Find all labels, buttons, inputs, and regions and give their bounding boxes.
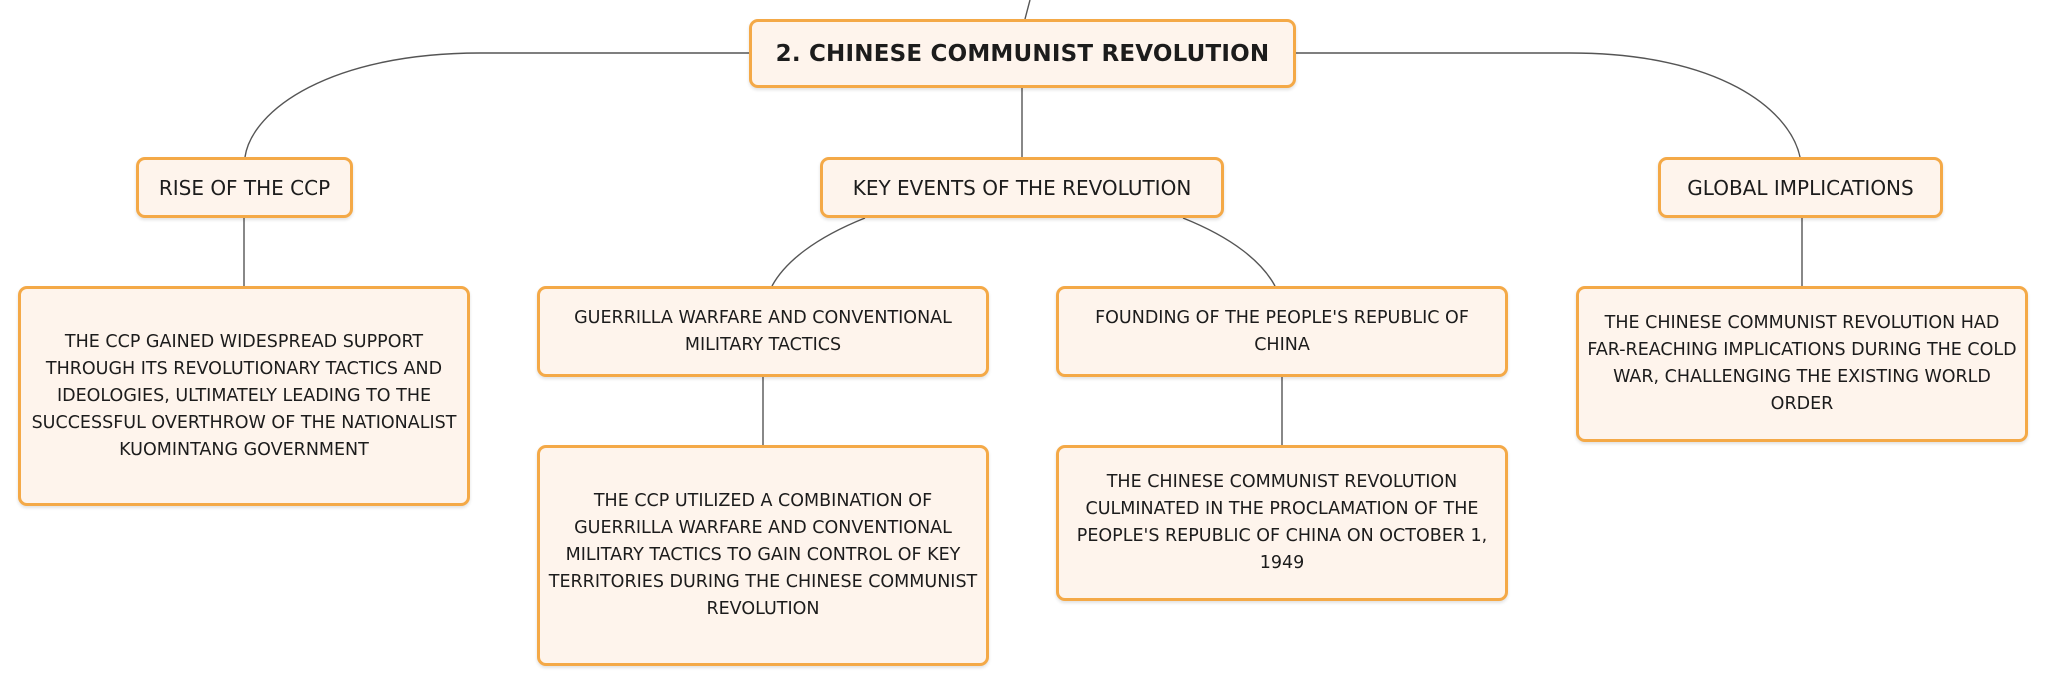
- branch-node-rise-of-ccp[interactable]: RISE OF THE CCP: [136, 157, 353, 218]
- branch-node-label: RISE OF THE CCP: [158, 175, 331, 200]
- root-node-label: 2. CHINESE COMMUNIST REVOLUTION: [775, 40, 1270, 67]
- detail-node-rise-of-ccp[interactable]: THE CCP GAINED WIDESPREAD SUPPORT THROUG…: [18, 286, 470, 506]
- root-node[interactable]: 2. CHINESE COMMUNIST REVOLUTION: [749, 19, 1296, 88]
- branch-node-key-events[interactable]: KEY EVENTS OF THE REVOLUTION: [820, 157, 1224, 218]
- branch-node-label: GLOBAL IMPLICATIONS: [1687, 175, 1914, 200]
- connector-root-global: [1296, 52, 1801, 158]
- connector-parent-root: [1024, 0, 1031, 20]
- subbranch-node-label: GUERRILLA WARFARE AND CONVENTIONAL MILIT…: [574, 307, 952, 355]
- detail-node-founding-prc[interactable]: THE CHINESE COMMUNIST REVOLUTION CULMINA…: [1056, 445, 1508, 601]
- branch-node-label: KEY EVENTS OF THE REVOLUTION: [852, 175, 1192, 200]
- connector-root-rise: [244, 52, 749, 158]
- subbranch-node-label: FOUNDING OF THE PEOPLE'S REPUBLIC OF CHI…: [1095, 307, 1469, 355]
- connector-key-founding: [1182, 217, 1276, 287]
- detail-node-text: THE CCP UTILIZED A COMBINATION OF GUERRI…: [548, 491, 978, 619]
- detail-node-global-implications[interactable]: THE CHINESE COMMUNIST REVOLUTION HAD FAR…: [1576, 286, 2028, 442]
- detail-node-text: THE CHINESE COMMUNIST REVOLUTION CULMINA…: [1076, 472, 1488, 573]
- detail-node-guerrilla-warfare[interactable]: THE CCP UTILIZED A COMBINATION OF GUERRI…: [537, 445, 989, 666]
- branch-node-global-implications[interactable]: GLOBAL IMPLICATIONS: [1658, 157, 1943, 218]
- subbranch-node-guerrilla-warfare[interactable]: GUERRILLA WARFARE AND CONVENTIONAL MILIT…: [537, 286, 989, 377]
- detail-node-text: THE CCP GAINED WIDESPREAD SUPPORT THROUG…: [31, 331, 457, 460]
- detail-node-text: THE CHINESE COMMUNIST REVOLUTION HAD FAR…: [1587, 313, 2017, 414]
- connector-key-guerrilla: [771, 217, 866, 287]
- subbranch-node-founding-prc[interactable]: FOUNDING OF THE PEOPLE'S REPUBLIC OF CHI…: [1056, 286, 1508, 377]
